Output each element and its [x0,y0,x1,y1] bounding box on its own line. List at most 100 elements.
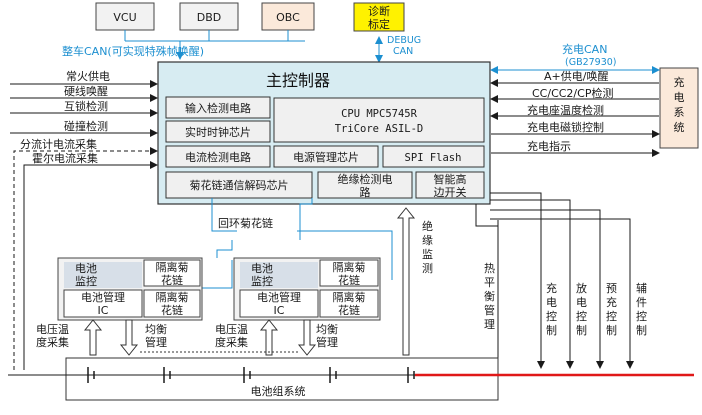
left-signal-4: 碰撞检测 [64,119,108,133]
cpu-label-2: TriCore ASIL-D [335,123,424,135]
smart-high-side-box [415,171,485,199]
loop-daisy-chain-label: 回环菊花链 [218,216,273,230]
vcu-label: VCU [113,11,136,24]
charge-system-char-3: 系 [674,106,685,119]
current-detect-label: 电流检测电路 [185,150,251,164]
left-signal-2: 硬线唤醒 [64,84,108,98]
thermal-char-4: 管 [484,303,495,317]
balance-label-1a: 均衡 [145,323,167,336]
rtc-box [165,120,271,143]
charge-system-char-4: 统 [674,121,685,134]
dbd-label: DBD [197,11,222,24]
thermal-char-3: 衡 [484,290,495,303]
power-mgmt-box [273,145,379,168]
charge-system-char-2: 电 [674,91,685,104]
collection-balance-arrows [83,207,416,356]
insulation-monitor-char-4: 测 [422,262,433,275]
charge-ctrl-char-4: 制 [546,324,557,337]
rtc-label: 实时时钟芯片 [185,125,251,139]
discharge-ctrl-char-4: 制 [576,324,587,337]
precharge-ctrl-char-1: 预 [606,282,617,295]
charge-can-label-1: 充电CAN [562,42,607,56]
cpu-box [273,97,485,143]
precharge-ctrl-char-3: 控 [606,309,617,323]
isolation-daisy-box-2a [319,259,379,287]
obc-box: OBC [261,2,315,31]
insulation-monitor-char-2: 缘 [422,234,433,247]
left-signal-lines [10,80,158,370]
iso-label-2b2: 花链 [338,303,360,317]
iso-label-2a1: 隔离菊 [333,260,366,274]
monitor-label-1a: 电池 [75,262,97,275]
aux-ctrl-char-2: 件 [636,296,647,309]
precharge-ctrl-char-4: 制 [606,324,617,337]
mgmt-label-2a: 电池管理 [257,290,301,304]
isolation-daisy-box-1b [143,289,201,318]
cpu-label-1: CPU MPC5745R [341,108,418,120]
insulation-label-1: 绝缘检测电 [338,172,393,186]
right-signal-lines [490,79,660,157]
main-controller: 主控制器 输入检测电路 实时时钟芯片 CPU MPC5745R TriCore … [157,61,491,205]
input-detect-label: 输入检测电路 [185,101,251,115]
dbd-box: DBD [179,2,239,31]
voltage-temp-label-2b: 度采集 [215,335,248,349]
diag-label-1: 诊断 [368,4,390,18]
left-signal-1: 常火供电 [66,69,110,83]
discharge-ctrl-char-3: 控 [576,309,587,323]
iso-label-2a2: 花链 [338,273,360,287]
input-detect-box [165,96,271,119]
aux-ctrl-char-4: 制 [636,324,647,337]
diagnosis-calibration-box: 诊断 标定 [353,2,405,32]
monitor-label-2a: 电池 [251,262,273,275]
charge-ctrl-char-1: 充 [546,281,557,295]
right-signal-3: 充电座温度检测 [527,103,604,117]
left-signal-5: 分流计电流采集 [20,137,97,151]
insulation-monitor-char-1: 绝 [422,219,433,233]
spi-flash-box [382,145,485,168]
debug-can-label-1: DEBUG [387,35,421,46]
smart-label-1: 智能高 [434,172,467,186]
right-signal-1: A+供电/唤醒 [544,69,608,83]
smart-label-2: 边开关 [434,185,467,199]
spi-flash-label: SPI Flash [405,152,462,164]
vehicle-can-label: 整车CAN(可实现特殊帧唤醒) [62,44,204,58]
battery-monitor-box-1 [64,262,142,288]
thermal-char-5: 理 [484,318,495,331]
monitor-label-1b: 监控 [75,274,97,288]
main-controller-title: 主控制器 [266,71,330,90]
insulation-detect-box [317,171,413,199]
isolation-daisy-box-2b [319,289,379,318]
bms-module-1: 电池 监控 隔离菊 花链 电池管理 IC 隔离菊 花链 [57,257,203,321]
diag-label-2: 标定 [368,17,390,31]
bms-module-2: 电池 监控 隔离菊 花链 电池管理 IC 隔离菊 花链 [233,257,381,321]
battery-mgmt-ic-box-1 [63,289,143,318]
voltage-temp-label-2a: 电压温 [215,323,248,336]
daisy-chain-links [199,198,393,289]
charge-can-label-2: (GB27930) [565,57,617,68]
vehicle-can-bus [124,30,305,60]
discharge-ctrl-char-2: 电 [576,296,587,309]
current-detect-box [165,145,271,168]
power-mgmt-label: 电源管理芯片 [293,150,359,164]
aux-ctrl-char-1: 辅 [636,281,647,295]
daisy-decode-label: 菊花链通信解码芯片 [190,178,289,192]
right-signal-4: 充电电磁锁控制 [527,120,604,134]
voltage-temp-label-1b: 度采集 [36,335,69,349]
battery-system-label: 电池组系统 [251,384,306,398]
iso-label-2b1: 隔离菊 [333,290,366,304]
vcu-box: VCU [95,2,155,31]
monitor-label-2b: 监控 [251,274,273,288]
iso-label-1b2: 花链 [161,303,183,317]
iso-label-1a1: 隔离菊 [156,260,189,274]
mgmt-label-2b: IC [274,304,285,317]
insulation-label-2: 路 [360,186,371,199]
battery-monitor-box-2 [240,262,318,288]
balance-label-1b: 管理 [145,335,167,349]
right-signal-5: 充电指示 [527,139,571,153]
thermal-char-2: 平 [484,276,495,289]
charge-ctrl-char-2: 电 [546,296,557,309]
left-signal-3: 互锁检测 [64,99,108,113]
right-signal-2: CC/CC2/CP检测 [532,86,613,100]
daisy-decode-box [165,171,313,199]
